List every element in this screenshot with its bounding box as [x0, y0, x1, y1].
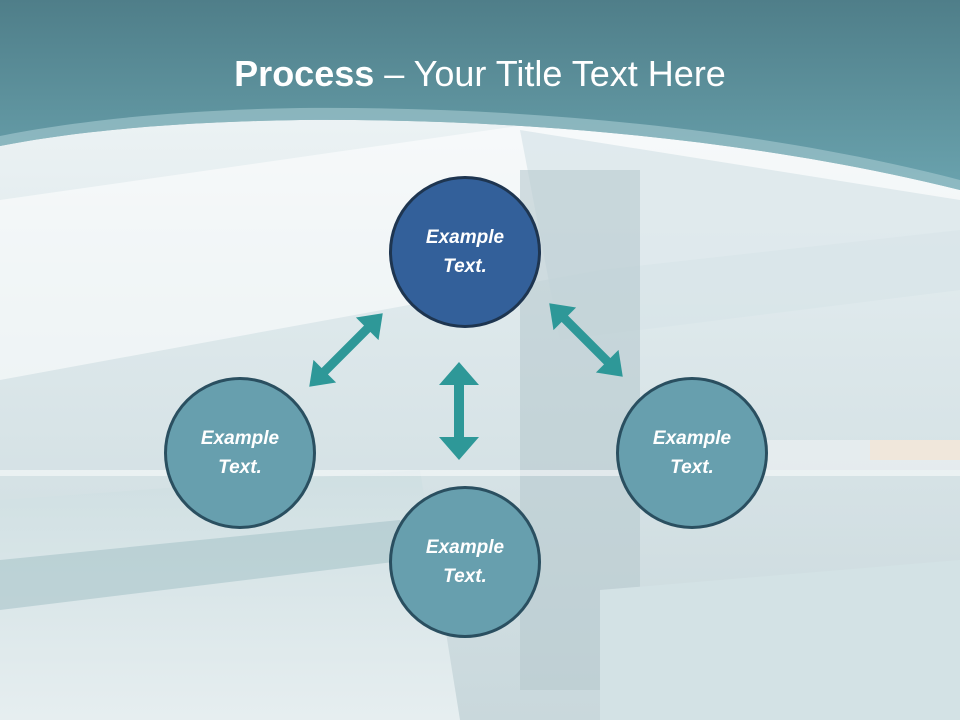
double-arrow-top-left — [309, 313, 383, 387]
node-label: Example Text. — [425, 227, 505, 277]
process-node-left: Example Text. — [164, 377, 316, 529]
node-label: Example Text. — [425, 537, 505, 587]
title-bold: Process — [234, 53, 375, 94]
double-arrow-top-right — [549, 303, 623, 377]
process-node-bottom: Example Text. — [389, 486, 541, 638]
process-node-right: Example Text. — [616, 377, 768, 529]
double-arrow-vertical — [439, 362, 479, 460]
process-node-top: Example Text. — [389, 176, 541, 328]
node-label: Example Text. — [652, 428, 732, 478]
title-rest: – Your Title Text Here — [374, 53, 726, 94]
slide-title: Process – Your Title Text Here — [0, 52, 960, 96]
node-label: Example Text. — [200, 428, 280, 478]
